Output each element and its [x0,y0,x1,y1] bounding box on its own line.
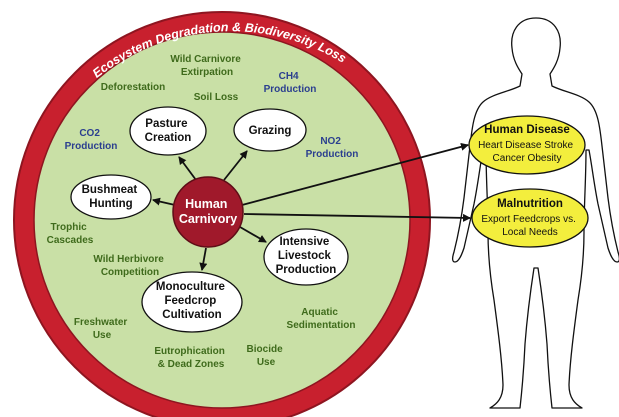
impact-label-line: CO2 [79,128,100,139]
impact-trophic-cascades: Trophic Cascades [47,222,94,246]
impact-label-line: Biocide [247,344,284,355]
impact-label-line: Production [306,149,359,160]
node-label-line: Creation [145,132,192,144]
impact-label-line: Freshwater [74,317,127,328]
outcome-title: Human Disease [484,124,570,136]
impact-label-line: Competition [101,267,159,278]
impact-label-line: Wild Carnivore [170,54,241,65]
outcome-ellipse [471,188,589,248]
node-label-line: Bushmeat [82,184,138,196]
outcome-malnutrition: Malnutrition Export Feedcrops vs. Local … [471,188,589,248]
impact-label-line: Wild Herbivore [93,254,164,265]
impact-label-line: Soil Loss [194,92,239,103]
node-ellipse [70,174,152,220]
outcome-detail: Export Feedcrops vs. Local Needs [481,214,578,238]
node-label-line: Cultivation [162,309,221,321]
node-ellipse [141,271,243,333]
human-carnivory-hub [172,176,244,248]
impact-label-line: Deforestation [101,82,165,93]
impact-biocide-use: Biocide Use [247,344,286,368]
node-label-line: Livestock [278,250,332,262]
impact-aquatic-sedimentation: Aquatic Sedimentation [287,307,356,331]
node-intensive-livestock-production: Intensive Livestock Production [263,228,349,286]
arrow-to-monoculture-feedcrop-cultivation [199,247,208,271]
impact-labels: Wild Carnivore Extirpation Deforestation… [47,54,359,370]
impact-label-line: Sedimentation [287,320,356,331]
node-label-line: Monoculture [156,281,225,293]
hub-label-line: Human [185,197,227,211]
node-label-line: Hunting [89,198,132,210]
node-monoculture-feedcrop-cultivation: Monoculture Feedcrop Cultivation [141,271,243,333]
impact-freshwater-use: Freshwater Use [74,317,130,341]
impact-wild-herbivore-competition: Wild Herbivore Competition [93,254,166,278]
node-grazing: Grazing [233,108,307,152]
arrow-to-intensive-livestock-production [239,226,267,243]
node-label: Pasture Creation [145,118,192,144]
outcome-ellipse [468,115,586,175]
impact-soil-loss: Soil Loss [194,92,239,103]
arrow-to-grazing [223,150,248,181]
node-label: Monoculture Feedcrop Cultivation [156,281,228,321]
arrow-to-bushmeat-hunting [152,197,176,206]
node-label-line: Intensive [279,236,329,248]
node-pasture-creation: Pasture Creation [129,106,207,156]
arrow-to-pasture-creation [178,156,197,181]
outcome-detail-line: Export Feedcrops vs. [481,214,575,225]
impact-label-line: Eutrophication [154,346,225,357]
node-label-line: Pasture [145,118,187,130]
impact-label-line: Use [257,357,276,368]
outcome-detail-line: Cancer Obesity [493,153,562,164]
arrow-layer [152,142,471,271]
impact-label-line: Use [93,330,112,341]
outcome-human-disease: Human Disease Heart Disease Stroke Cance… [468,115,586,175]
node-label-line: Grazing [249,125,292,137]
node-label-line: Feedcrop [165,295,217,307]
impact-label-line: Production [65,141,118,152]
node-label: Bushmeat Hunting [82,184,141,210]
impact-label-line: Extirpation [181,67,233,78]
node-label: Grazing [249,125,292,137]
impact-label-line: CH4 [279,71,299,82]
impact-label-line: Trophic [51,222,88,233]
node-label: Intensive Livestock Production [276,236,337,276]
impact-no2-production: NO2 Production [306,136,359,160]
arrow-to-human-disease [241,142,469,206]
node-bushmeat-hunting: Bushmeat Hunting [70,174,152,220]
node-ellipse [263,228,349,286]
impact-label-line: Aquatic [301,307,338,318]
outcome-detail-line: Local Needs [502,227,558,238]
node-ellipse [233,108,307,152]
node-label-line: Production [276,264,337,276]
arrow-to-malnutrition [243,213,471,222]
outcome-title: Malnutrition [497,198,563,210]
hub-label: Human Carnivory [179,197,237,226]
impact-label-line: NO2 [320,136,341,147]
impact-label-line: Cascades [47,235,94,246]
impact-label-line: & Dead Zones [158,359,225,370]
impact-co2-production: CO2 Production [65,128,118,152]
impact-wild-carnivore-extirpation: Wild Carnivore Extirpation [170,54,243,78]
outcome-detail: Heart Disease Stroke Cancer Obesity [478,140,576,164]
outcome-detail-line: Heart Disease Stroke [478,140,573,151]
impact-deforestation: Deforestation [101,82,165,93]
impact-label-line: Production [264,84,317,95]
hub-label-line: Carnivory [179,212,237,226]
impact-ch4-production: CH4 Production [264,71,317,95]
impact-eutrophication-dead-zones: Eutrophication & Dead Zones [154,346,227,370]
node-ellipse [129,106,207,156]
